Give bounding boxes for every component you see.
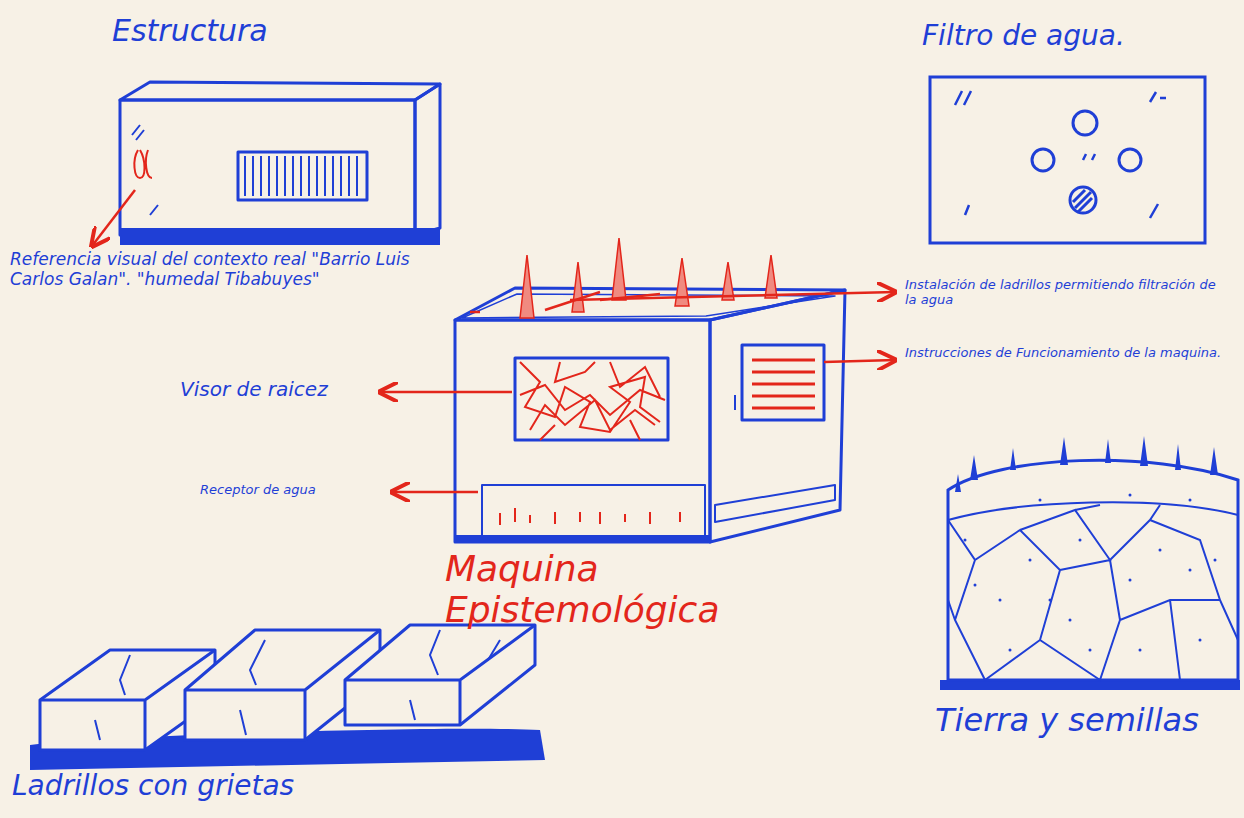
sketch-heading: Ladrillos con grietas (12, 770, 432, 802)
sketch-heading: Estructura (112, 14, 412, 49)
sketch-heading: Filtro de agua. (922, 20, 1232, 52)
part-label: Receptor de agua (200, 483, 385, 498)
part-label: Visor de raicez (180, 378, 375, 401)
part-label: Instrucciones de Funcionamiento de la ma… (905, 346, 1225, 361)
note-text: Referencia visual del contexto real "Bar… (10, 250, 460, 289)
diagram-title: Maquina Epistemológica (445, 548, 865, 631)
sketch-heading: Tierra y semillas (935, 702, 1235, 739)
part-label: Instalación de ladrillos permitiendo fil… (905, 278, 1225, 308)
